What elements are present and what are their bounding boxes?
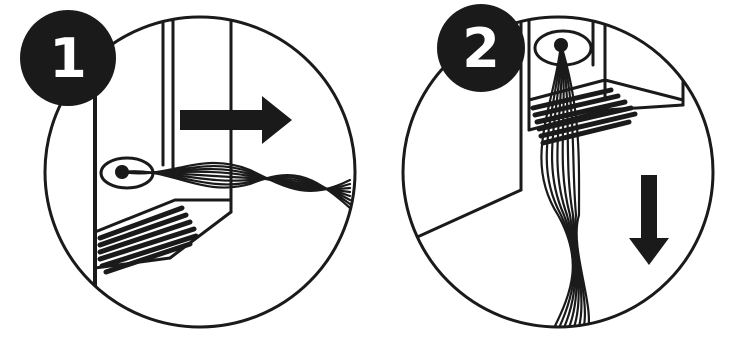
step-2-number: 2 — [462, 17, 500, 80]
step-2-illustration: 2 — [373, 0, 746, 338]
step-1-panel: 1 — [0, 0, 373, 338]
step-1-illustration: 1 — [0, 0, 373, 338]
step-1-number: 1 — [49, 27, 87, 90]
step-2-panel: 2 — [373, 0, 746, 338]
